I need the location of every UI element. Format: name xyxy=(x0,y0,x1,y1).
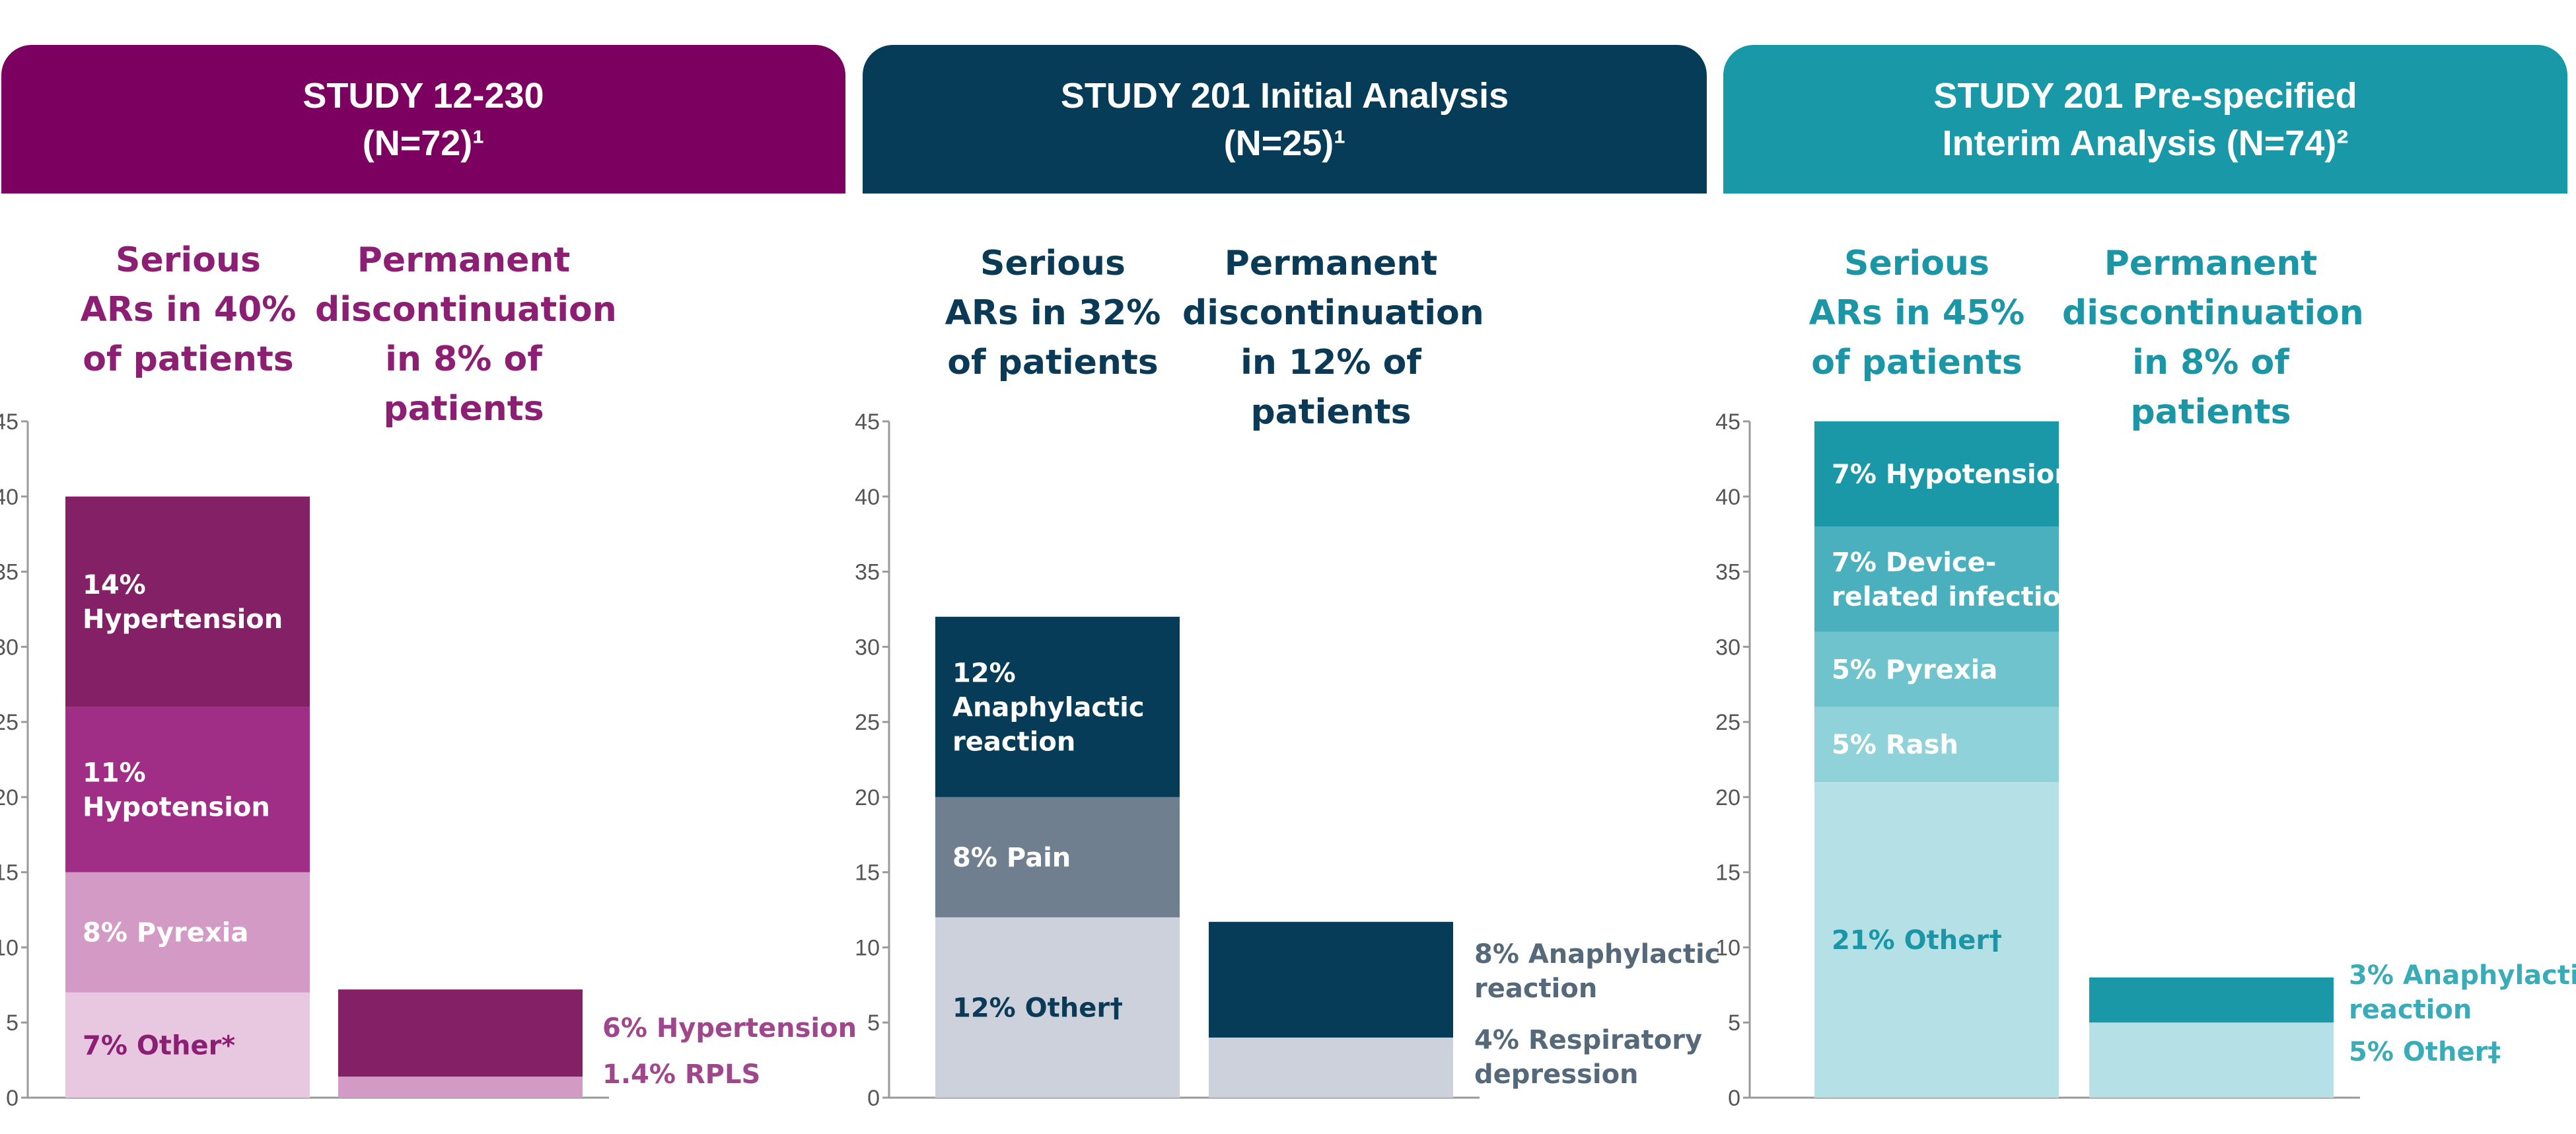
y-tick-label: 30 xyxy=(0,635,18,660)
segment-label-11-hypotension: 11%Hypotension xyxy=(83,758,270,823)
study-201-initial-sample-size: (N=25)¹ xyxy=(1223,123,1346,163)
bar-segment-7-device-related-infection xyxy=(1814,526,2059,632)
bar-segment-5-rash xyxy=(1814,707,2059,783)
bar-segment-14-hypertension xyxy=(65,496,310,707)
y-tick-label: 35 xyxy=(855,560,880,585)
segment-label-5-pyrexia: 5% Pyrexia xyxy=(1832,655,1997,685)
bar-segment-12-anaphylactic-reaction xyxy=(935,616,1180,797)
study-201-interim-title: STUDY 201 Pre-specified Interim Analysis… xyxy=(1933,75,2357,163)
y-tick-label: 25 xyxy=(1715,710,1740,735)
segment-label-8-pyrexia: 8% Pyrexia xyxy=(83,918,248,948)
bar-segment-11-hypotension xyxy=(65,707,310,872)
y-tick-label: 30 xyxy=(1715,635,1740,660)
study-201-initial-title: STUDY 201 Initial Analysis xyxy=(1060,75,1509,116)
permanent-discontinuation-heading: Permanent discontinuation in 8% of patie… xyxy=(2062,244,2364,432)
bar-segment-12-other xyxy=(935,917,1180,1098)
y-tick-label: 10 xyxy=(1715,935,1740,960)
y-tick-label: 25 xyxy=(0,710,18,735)
bar-segment-8-pyrexia xyxy=(65,872,310,993)
y-tick-label: 0 xyxy=(6,1086,18,1111)
bar-segment-1-4-rpls xyxy=(338,1077,583,1098)
bar-segment-6-hypertension xyxy=(338,989,583,1077)
serious-ars-heading: Serious ARs in 40% of patients xyxy=(80,240,297,379)
serious-ars-heading: Serious ARs in 32% of patients xyxy=(945,244,1161,382)
y-tick-label: 15 xyxy=(855,861,880,886)
study-12-230-title: STUDY 12-230 xyxy=(303,75,544,116)
segment-label-1-4-rpls: 1.4% RPLS xyxy=(602,1059,760,1090)
segment-label-14-hypertension: 14%Hypertension xyxy=(83,570,283,635)
y-tick-label: 10 xyxy=(0,935,18,960)
study-201-interim-banner: STUDY 201 Pre-specified Interim Analysis… xyxy=(1723,45,2567,194)
bar-segment-5-pyrexia xyxy=(1814,631,2059,707)
serious-ars-heading: Serious ARs in 45% of patients xyxy=(1808,244,2025,382)
y-tick-label: 10 xyxy=(855,935,880,960)
study-201-initial-chart: 0 5 10 15 20 25 30 35 40 45 12% Other† 8% Pain 12%An… xyxy=(855,409,1720,1111)
y-tick-label: 40 xyxy=(1715,485,1740,510)
y-tick-label: 45 xyxy=(855,409,880,435)
study-12-230-banner: STUDY 12-230 (N=72)¹ xyxy=(1,45,845,194)
bar-segment-7-hypotension xyxy=(1814,421,2059,527)
y-tick-label: 0 xyxy=(1728,1086,1740,1111)
y-tick-label: 5 xyxy=(867,1010,880,1036)
segment-label-5-rash: 5% Rash xyxy=(1832,730,1958,760)
study-201-interim-chart: 0 5 10 15 20 25 30 35 40 45 21% Other† 5% Rash 5% Py… xyxy=(1715,409,2576,1111)
permanent-discontinuation-heading: Permanent discontinuation in 8% of patie… xyxy=(315,240,617,429)
y-tick-label: 20 xyxy=(0,785,18,810)
y-tick-label: 5 xyxy=(1728,1010,1740,1036)
segment-label-6-hypertension: 6% Hypertension xyxy=(602,1013,857,1044)
y-tick-label: 20 xyxy=(855,785,880,810)
study-201-interim-panel: STUDY 201 Pre-specified Interim Analysis… xyxy=(1715,0,2576,1134)
bar-segment-8-pain xyxy=(935,797,1180,917)
bar-segment-7-other xyxy=(65,992,310,1098)
y-tick-label: 0 xyxy=(867,1086,880,1111)
y-tick-label: 30 xyxy=(855,635,880,660)
bar-segment-5-other xyxy=(2089,1022,2334,1098)
permanent-discontinuation-heading: Permanent discontinuation in 12% of pati… xyxy=(1182,244,1484,432)
y-tick-label: 45 xyxy=(0,409,18,435)
segment-label-8-pain: 8% Pain xyxy=(952,843,1071,873)
study-12-230-panel: STUDY 12-230 (N=72)¹ Serious ARs in 40% … xyxy=(0,0,857,1134)
bar-segment-4-respiratory-depression xyxy=(1209,1037,1453,1098)
segment-label-12-other: 12% Other† xyxy=(952,993,1123,1023)
y-tick-label: 15 xyxy=(1715,861,1740,886)
study-12-230-sample-size: (N=72)¹ xyxy=(362,123,485,163)
y-tick-label: 40 xyxy=(855,485,880,510)
y-tick-label: 5 xyxy=(6,1010,18,1036)
study-201-initial-panel: STUDY 201 Initial Analysis (N=25)¹ Serio… xyxy=(855,0,1720,1134)
y-tick-label: 40 xyxy=(0,485,18,510)
segment-label-7-hypotension: 7% Hypotension xyxy=(1832,460,2073,490)
segment-label-5-other: 5% Other‡ xyxy=(2349,1037,2501,1067)
y-tick-label: 35 xyxy=(1715,560,1740,585)
y-tick-label: 45 xyxy=(1715,409,1740,435)
y-tick-label: 15 xyxy=(0,861,18,886)
study-201-initial-banner: STUDY 201 Initial Analysis (N=25)¹ xyxy=(863,45,1707,194)
segment-label-7-other: 7% Other* xyxy=(83,1030,235,1061)
y-tick-label: 35 xyxy=(0,560,18,585)
bar-segment-8-anaphylactic-reaction xyxy=(1209,921,1453,1038)
y-tick-label: 25 xyxy=(855,710,880,735)
segment-label-21-other: 21% Other† xyxy=(1832,925,2002,956)
segment-label-7-device-related-infection: 7% Device-related infection xyxy=(1832,548,2080,612)
y-tick-label: 20 xyxy=(1715,785,1740,810)
bar-segment-21-other xyxy=(1814,782,2059,1098)
study-12-230-chart: 0 5 10 15 20 25 30 35 40 45 7% Other* 8% Pyrexia 11%… xyxy=(0,409,857,1111)
bar-segment-3-anaphylactic-reaction xyxy=(2089,977,2334,1023)
